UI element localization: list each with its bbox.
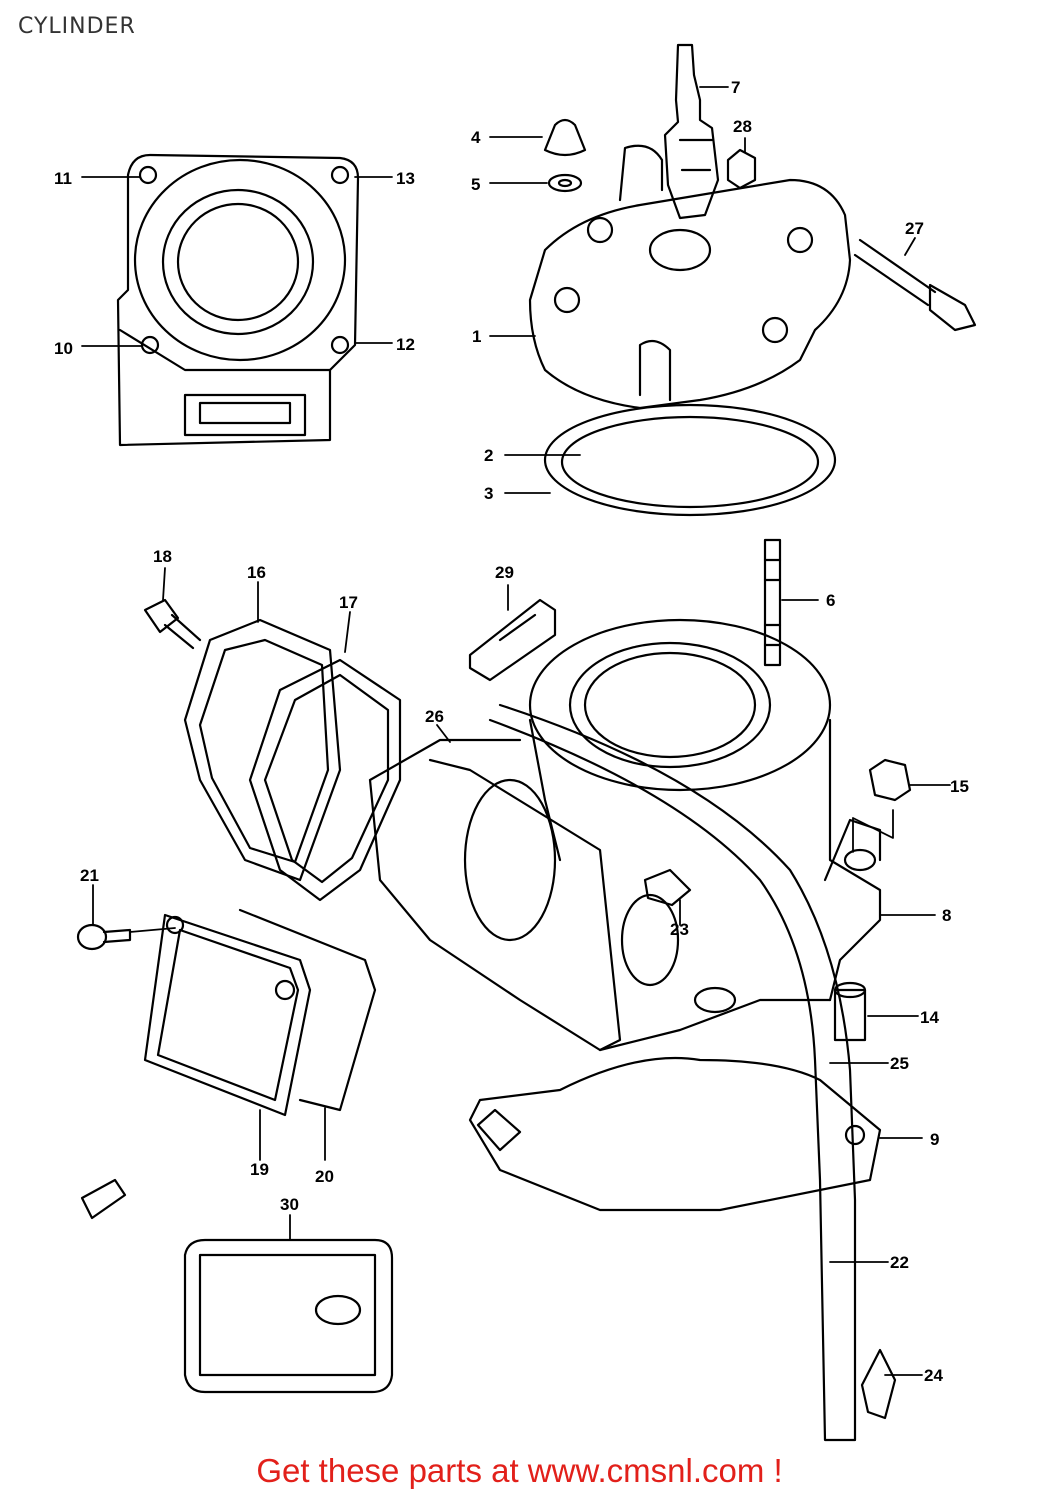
callout-13: 13 xyxy=(396,169,415,188)
leader-lines xyxy=(81,86,951,1376)
callout-24: 24 xyxy=(924,1366,943,1385)
spark-plug xyxy=(663,43,720,220)
exhaust-gaskets xyxy=(183,618,402,902)
callout-20: 20 xyxy=(315,1167,334,1186)
callout-12: 12 xyxy=(396,335,415,354)
clamp-23 xyxy=(643,868,692,907)
head-nut xyxy=(543,118,587,193)
callout-30: 30 xyxy=(280,1195,299,1214)
callout-14: 14 xyxy=(920,1008,939,1027)
clip-24 xyxy=(860,1348,897,1420)
callout-16: 16 xyxy=(247,563,266,582)
bolt-21 xyxy=(76,923,132,951)
callout-2: 2 xyxy=(484,446,493,465)
callout-8: 8 xyxy=(942,906,951,925)
callout-29: 29 xyxy=(495,563,514,582)
base-gasket xyxy=(468,1056,882,1212)
label-plate-30 xyxy=(183,1238,394,1394)
small-nut-28 xyxy=(726,148,757,190)
callout-28: 28 xyxy=(733,117,752,136)
front-arrow xyxy=(80,1178,127,1220)
bolt-18 xyxy=(143,598,202,650)
stud xyxy=(763,538,782,667)
cylinder-head xyxy=(528,144,852,410)
callout-labels: 1 2 3 4 5 6 7 8 9 10 11 12 13 14 15 16 1… xyxy=(54,78,969,1385)
callout-1: 1 xyxy=(472,327,481,346)
callout-11: 11 xyxy=(54,169,72,188)
callout-25: 25 xyxy=(890,1054,909,1073)
callout-18: 18 xyxy=(153,547,172,566)
bolt-27 xyxy=(853,238,977,332)
head-gaskets xyxy=(543,403,837,517)
callout-27: 27 xyxy=(905,219,924,238)
callout-4: 4 xyxy=(471,128,481,147)
callout-10: 10 xyxy=(54,339,73,358)
callout-15: 15 xyxy=(950,777,969,796)
callout-7: 7 xyxy=(731,78,740,97)
cover-plates xyxy=(143,908,377,1117)
callout-19: 19 xyxy=(250,1160,269,1179)
cylinder-body xyxy=(368,618,882,1052)
callout-5: 5 xyxy=(471,175,480,194)
page-title: CYLINDER xyxy=(18,14,136,39)
callout-6: 6 xyxy=(826,591,835,610)
cylinder-top-view xyxy=(116,153,360,447)
bracket-29 xyxy=(468,598,557,682)
callout-21: 21 xyxy=(80,866,99,885)
sleeve-14 xyxy=(833,981,867,1042)
callout-23: 23 xyxy=(670,920,689,939)
callout-22: 22 xyxy=(890,1253,909,1272)
callout-9: 9 xyxy=(930,1130,939,1149)
callout-17: 17 xyxy=(339,593,358,612)
nut-15 xyxy=(868,758,912,802)
callout-3: 3 xyxy=(484,484,493,503)
water-hose xyxy=(488,703,857,1442)
footer-link[interactable]: Get these parts at www.cmsnl.com ! xyxy=(256,1452,783,1489)
callout-26: 26 xyxy=(425,707,444,726)
